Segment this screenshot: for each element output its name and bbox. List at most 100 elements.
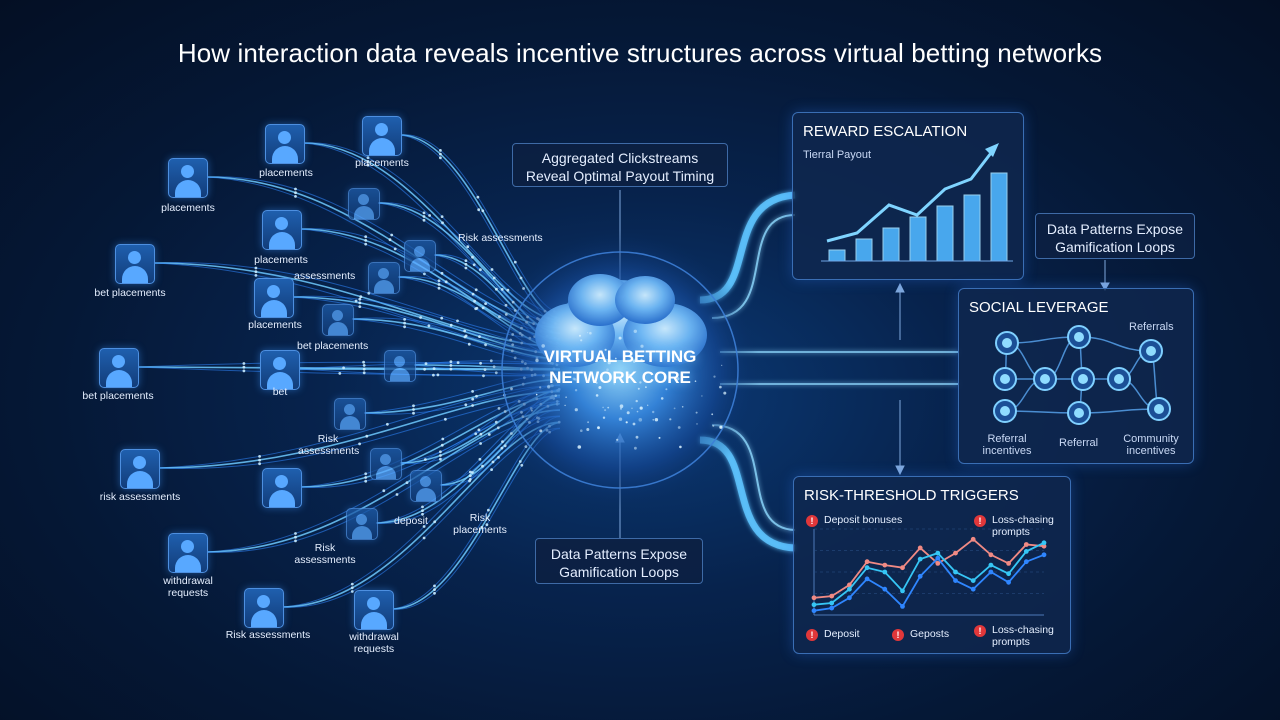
user-icon-body <box>106 370 132 387</box>
stream-particle <box>485 523 489 527</box>
core-particle <box>595 394 599 397</box>
risk-series-point <box>847 582 852 588</box>
user-icon <box>257 595 270 608</box>
risk-series-point <box>900 604 905 609</box>
core-particle <box>701 395 703 397</box>
stream-particle <box>481 209 485 213</box>
callout-gamification-bottom-line1: Data Patterns Expose <box>550 546 688 562</box>
stream-particle <box>481 306 485 310</box>
alert-label: Deposit bonuses <box>824 514 903 526</box>
core-particle <box>654 418 659 422</box>
stream-particle <box>439 454 442 457</box>
user-icon-body <box>269 490 295 507</box>
stream-particle <box>477 428 481 432</box>
user-icon-body <box>340 416 360 429</box>
stream-particle <box>386 422 389 426</box>
alert-label: Loss-chasing prompts <box>992 624 1054 648</box>
stream-particle <box>444 417 447 421</box>
core-particle <box>620 407 622 410</box>
user-icon <box>273 357 286 370</box>
user-node <box>260 350 300 390</box>
stream-particle <box>403 318 406 321</box>
page-title: How interaction data reveals incentive s… <box>177 38 1103 68</box>
stream-particle <box>449 323 453 327</box>
stream-particle <box>419 316 422 319</box>
stream-particle <box>479 442 482 445</box>
stream-particle <box>342 366 345 370</box>
stream-particle <box>366 160 370 163</box>
stream-particle <box>412 411 415 415</box>
stream-particle <box>294 191 297 195</box>
stream-particle <box>433 584 436 588</box>
user-icon <box>378 268 389 279</box>
core-particle <box>574 389 578 392</box>
risk-series-point <box>811 608 817 614</box>
risk-series-point <box>917 556 923 562</box>
stream-particle <box>467 342 471 346</box>
user-node <box>370 448 402 480</box>
user-icon <box>414 246 425 257</box>
stream-particle <box>358 305 362 308</box>
stream-particle <box>464 259 468 262</box>
core-particle <box>673 407 676 410</box>
risk-series-point <box>970 536 976 542</box>
stream-particle <box>390 233 394 237</box>
stream-particle <box>464 262 468 266</box>
stream-particle <box>479 432 483 436</box>
user-icon <box>278 131 291 144</box>
core-particle <box>633 329 637 333</box>
user-icon <box>356 514 367 525</box>
social-node-core <box>1074 408 1084 418</box>
risk-series-point <box>847 586 852 592</box>
user-node-label: withdrawal requests <box>349 631 399 655</box>
stream-particle <box>364 235 368 239</box>
risk-series-point <box>1006 571 1011 577</box>
risk-series-point <box>1041 552 1047 558</box>
stream-particle <box>484 302 487 305</box>
exclamation-icon: ! <box>806 629 818 641</box>
core-particle <box>677 426 681 429</box>
reward-panel-title: REWARD ESCALATION <box>803 123 968 140</box>
core-particle <box>713 375 716 378</box>
core-particle <box>645 380 647 382</box>
stream-particle <box>471 404 474 407</box>
user-icon <box>367 597 380 610</box>
core-particle <box>616 438 619 441</box>
stream-particle <box>471 390 474 393</box>
user-icon-body <box>175 180 201 197</box>
user-icon-body <box>251 610 277 627</box>
core-particle <box>665 388 668 391</box>
core-particle <box>618 417 623 421</box>
core-particle <box>535 358 539 363</box>
stream-particle <box>449 364 453 367</box>
risk-series-point <box>953 550 958 556</box>
stream-particle <box>403 321 406 325</box>
core-particle <box>539 386 542 389</box>
risk-series-point <box>988 552 994 558</box>
exclamation-icon: ! <box>806 515 818 527</box>
stream-particle <box>422 536 426 540</box>
user-node <box>262 468 302 508</box>
core-particle <box>637 387 640 390</box>
user-icon-body <box>122 266 148 283</box>
core-particle <box>719 425 723 429</box>
stream-particle <box>364 239 368 242</box>
stream-particle <box>364 479 368 483</box>
user-icon-body <box>361 612 387 629</box>
user-icon <box>181 540 194 553</box>
core-particle <box>614 377 617 380</box>
user-node <box>404 240 436 272</box>
user-node <box>265 124 305 164</box>
core-particle <box>719 385 722 389</box>
stream-particle <box>480 525 484 529</box>
alert-label: Deposit <box>824 628 860 640</box>
stream-particle <box>242 365 246 369</box>
user-node-label: withdrawal requests <box>163 575 213 599</box>
user-node <box>334 398 366 430</box>
risk-series-point <box>988 562 994 568</box>
stream-particle <box>490 468 493 471</box>
core-particle <box>573 351 575 353</box>
stream-particle <box>254 266 258 270</box>
core-particle <box>658 436 661 439</box>
